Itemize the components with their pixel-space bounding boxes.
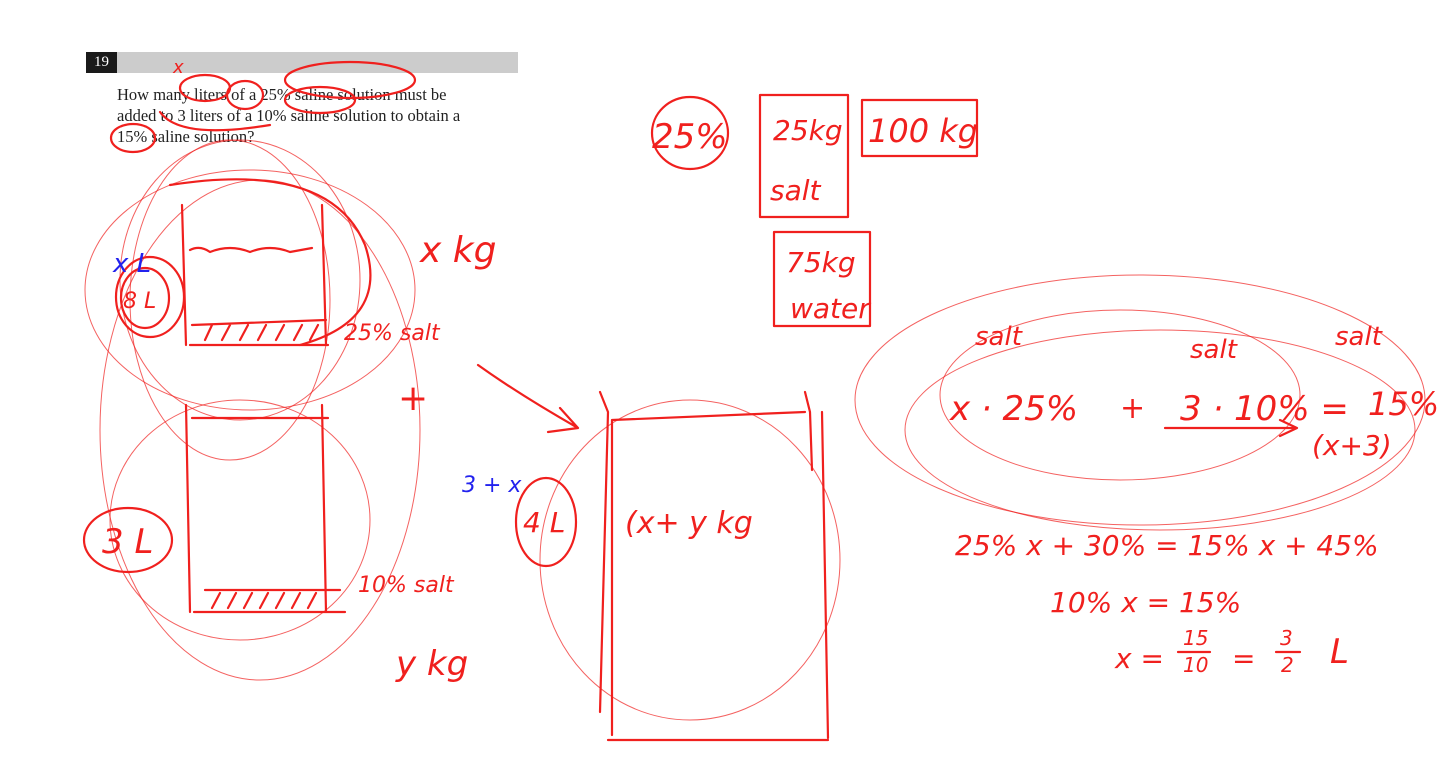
step-3-den2: 2 bbox=[1281, 653, 1294, 677]
box-salt-word: salt bbox=[770, 174, 822, 207]
solution-steps: 25% x + 30% = 15% x + 45% 10% x = 15% x … bbox=[955, 529, 1379, 677]
beaker1-concentration: 25% salt bbox=[344, 321, 441, 346]
step-1: 25% x + 30% = 15% x + 45% bbox=[955, 529, 1379, 562]
salt-label-2: salt bbox=[1190, 335, 1238, 365]
mix-volume-blue: 3 + x bbox=[462, 473, 522, 498]
step-3-num: 15 bbox=[1183, 626, 1208, 650]
cross-mark: x bbox=[172, 57, 184, 78]
eq-arrow bbox=[1163, 418, 1299, 438]
step-3-eq: = bbox=[1232, 642, 1255, 675]
step-3-lhs: x = bbox=[1114, 642, 1164, 675]
top-percent: 25% bbox=[652, 117, 728, 157]
text-circles: x bbox=[109, 57, 417, 154]
eq-term1: x · 25% bbox=[949, 389, 1078, 429]
mix-volume: 4 L bbox=[523, 506, 565, 539]
beaker1-blue-label: x L bbox=[112, 249, 151, 279]
step-3-den: 10 bbox=[1183, 653, 1208, 677]
box-salt-mass: 25kg bbox=[773, 114, 843, 147]
mix-arrow bbox=[476, 363, 580, 434]
equation: salt salt salt x · 25% + 3 · 10% = 15% (… bbox=[949, 322, 1439, 462]
mixed-beaker: 3 + x 4 L (x+ y kg bbox=[462, 390, 830, 742]
beaker2-volume: 3 L bbox=[102, 522, 153, 562]
box-total: 100 kg bbox=[868, 112, 978, 150]
salt-label-1: salt bbox=[975, 322, 1023, 352]
step-2: 10% x = 15% bbox=[1050, 586, 1241, 619]
faint-circles bbox=[84, 139, 1426, 721]
eq-rhs2: (x+3) bbox=[1312, 429, 1392, 462]
beaker2-concentration: 10% salt bbox=[358, 573, 455, 598]
step-3-num2: 3 bbox=[1280, 626, 1293, 650]
eq-term2: 3 · 10% = bbox=[1180, 389, 1349, 429]
eq-plus: + bbox=[1120, 391, 1145, 426]
beaker1-label: 8 L bbox=[123, 289, 156, 314]
beaker1-mass: x kg bbox=[419, 230, 496, 271]
problem-header-bar bbox=[86, 52, 518, 73]
beaker-2: 3 L 10% salt y kg bbox=[82, 403, 468, 684]
beaker2-mass: y kg bbox=[395, 644, 468, 684]
problem-line-1: How many liters of a 25% saline solution… bbox=[117, 85, 447, 104]
problem-number: 19 bbox=[86, 52, 117, 73]
eq-rhs: 15% bbox=[1368, 385, 1439, 423]
plus-sign: + bbox=[398, 378, 428, 419]
box-water-mass: 75kg bbox=[786, 246, 856, 279]
box-water-word: water bbox=[790, 292, 871, 325]
problem-line-2: added to 3 liters of a 10% saline soluti… bbox=[117, 106, 461, 125]
percent-example: 25% 25kg salt 100 kg 75kg water bbox=[650, 93, 979, 328]
step-3-unit: L bbox=[1330, 632, 1349, 672]
salt-label-3: salt bbox=[1335, 322, 1383, 352]
beaker-1: x L 8 L x kg 25% salt bbox=[112, 178, 496, 347]
mix-mass: (x+ y kg bbox=[625, 506, 753, 541]
